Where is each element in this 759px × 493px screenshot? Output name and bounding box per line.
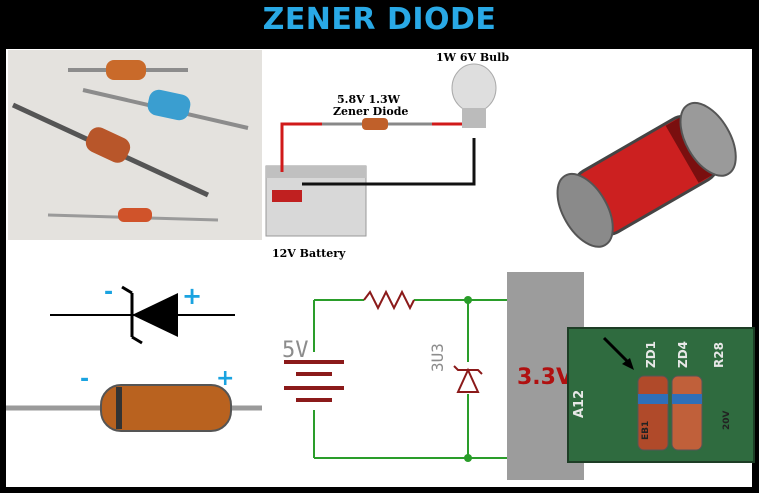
battery-symbol — [284, 352, 344, 410]
pcb-label-eb1: EB1 — [641, 420, 651, 440]
diode-1 — [68, 60, 188, 80]
symbol-minus-sign: - — [104, 280, 114, 305]
diode-label-line2: Zener Diode — [333, 105, 409, 118]
zener-in-circuit — [322, 118, 432, 130]
output-voltage-label: 3.3V — [517, 365, 573, 390]
pcb-zener-1 — [637, 375, 669, 451]
bulb-icon — [451, 63, 497, 128]
arrow-icon — [602, 336, 632, 366]
photo-minus-sign: - — [80, 367, 90, 392]
diode-4 — [47, 208, 219, 222]
page-title: ZENER DIODE — [262, 2, 497, 37]
pcb-label-r28: R28 — [712, 342, 726, 368]
diode-label-line1: 5.8V 1.3W — [337, 93, 400, 106]
smd-zener-photo — [556, 101, 737, 248]
diode-3 — [11, 102, 210, 198]
black-wire — [302, 138, 476, 186]
pcb-photo — [567, 327, 755, 463]
zener-symbol-small — [453, 365, 483, 393]
photo-plus-sign: + — [216, 366, 235, 391]
battery-label: 12V Battery — [272, 247, 346, 260]
pcb-zener-2 — [671, 375, 703, 451]
supply-voltage-label: 5V — [282, 338, 309, 363]
diode-2 — [82, 88, 249, 130]
diodes-photo — [8, 50, 262, 240]
pcb-label-a12: A12 — [572, 389, 587, 418]
battery-icon — [265, 165, 367, 237]
bulb-circuit — [265, 63, 497, 237]
regulator-schematic — [284, 289, 510, 462]
zener-rating-label: 3U3 — [428, 343, 447, 372]
pcb-label-zd1: ZD1 — [644, 340, 658, 368]
zener-symbol — [50, 285, 235, 345]
pcb-label-zd4: ZD4 — [676, 340, 690, 368]
bulb-label: 1W 6V Bulb — [436, 51, 510, 64]
axial-zener-photo — [6, 384, 262, 432]
pcb-label-20v: 20V — [722, 410, 732, 431]
resistor-icon — [363, 289, 415, 311]
red-wire — [280, 122, 472, 172]
symbol-plus-sign: + — [182, 282, 203, 310]
